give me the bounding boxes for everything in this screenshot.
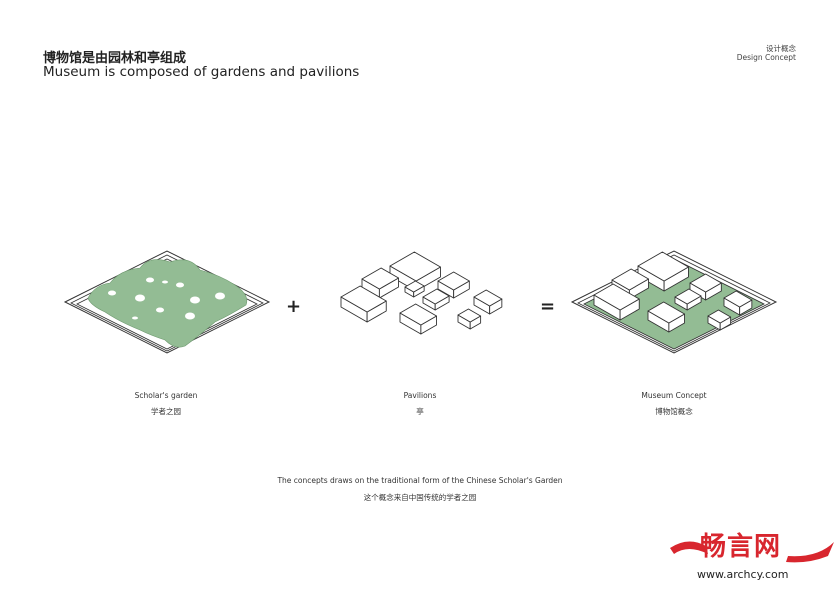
pavilion-roof [361, 267, 399, 290]
pavilion-roof [457, 308, 482, 323]
pavilion-roof [707, 309, 732, 324]
section-label-chinese: 设计概念 [766, 44, 796, 53]
garden-opening [215, 292, 225, 300]
pavilion-roof [593, 283, 640, 311]
pavilions-label-chinese: 亭 [416, 407, 424, 416]
pavilion-roof [437, 271, 470, 291]
watermark-ribbon [670, 541, 834, 563]
garden-opening [135, 294, 145, 302]
pavilion-roof [637, 251, 689, 282]
pavilion-roof [422, 288, 450, 305]
page-title-english: Museum is composed of gardens and pavili… [43, 64, 360, 80]
pavilion-roof [723, 290, 753, 308]
garden-label-english: Scholar's garden [134, 391, 198, 400]
plus-operator: + [286, 296, 302, 317]
pavilion-roof [473, 289, 503, 307]
garden-opening [176, 282, 184, 288]
watermark-logo: 畅言网 [700, 532, 782, 562]
pavilions-label-english: Pavilions [403, 391, 437, 400]
section-label-english: Design Concept [736, 53, 796, 62]
scholars-garden-drawing [63, 250, 271, 354]
garden-opening [162, 280, 168, 284]
garden-vegetation [87, 259, 248, 348]
garden-opening [108, 290, 116, 296]
pavilion-roof [340, 285, 387, 313]
footer-caption-english: The concepts draws on the traditional fo… [277, 476, 563, 485]
garden-opening [190, 296, 200, 304]
pavilion-roof [689, 273, 722, 293]
museum-label-english: Museum Concept [641, 391, 707, 400]
garden-opening [185, 312, 195, 320]
footer-caption-chinese: 这个概念来自中国传统的学者之园 [363, 493, 477, 502]
watermark-url[interactable]: www.archcy.com [697, 568, 789, 581]
pavilion-roof [389, 251, 441, 282]
pavilion-roof [611, 268, 649, 291]
equals-operator: = [540, 296, 556, 317]
garden-opening [146, 277, 154, 283]
museum-label-chinese: 博物馆概念 [655, 407, 693, 416]
pavilions-drawing [340, 251, 503, 335]
garden-opening [132, 316, 138, 320]
garden-opening [156, 307, 164, 313]
museum-concept-drawing [570, 250, 778, 354]
garden-label-chinese: 学者之园 [151, 407, 181, 416]
pavilion-roof [674, 288, 702, 305]
pavilion-roof [404, 280, 425, 293]
page-title-chinese: 博物馆是由园林和亭组成 [43, 51, 187, 66]
pavilion-roof [399, 303, 437, 326]
pavilion-roof [647, 301, 685, 324]
